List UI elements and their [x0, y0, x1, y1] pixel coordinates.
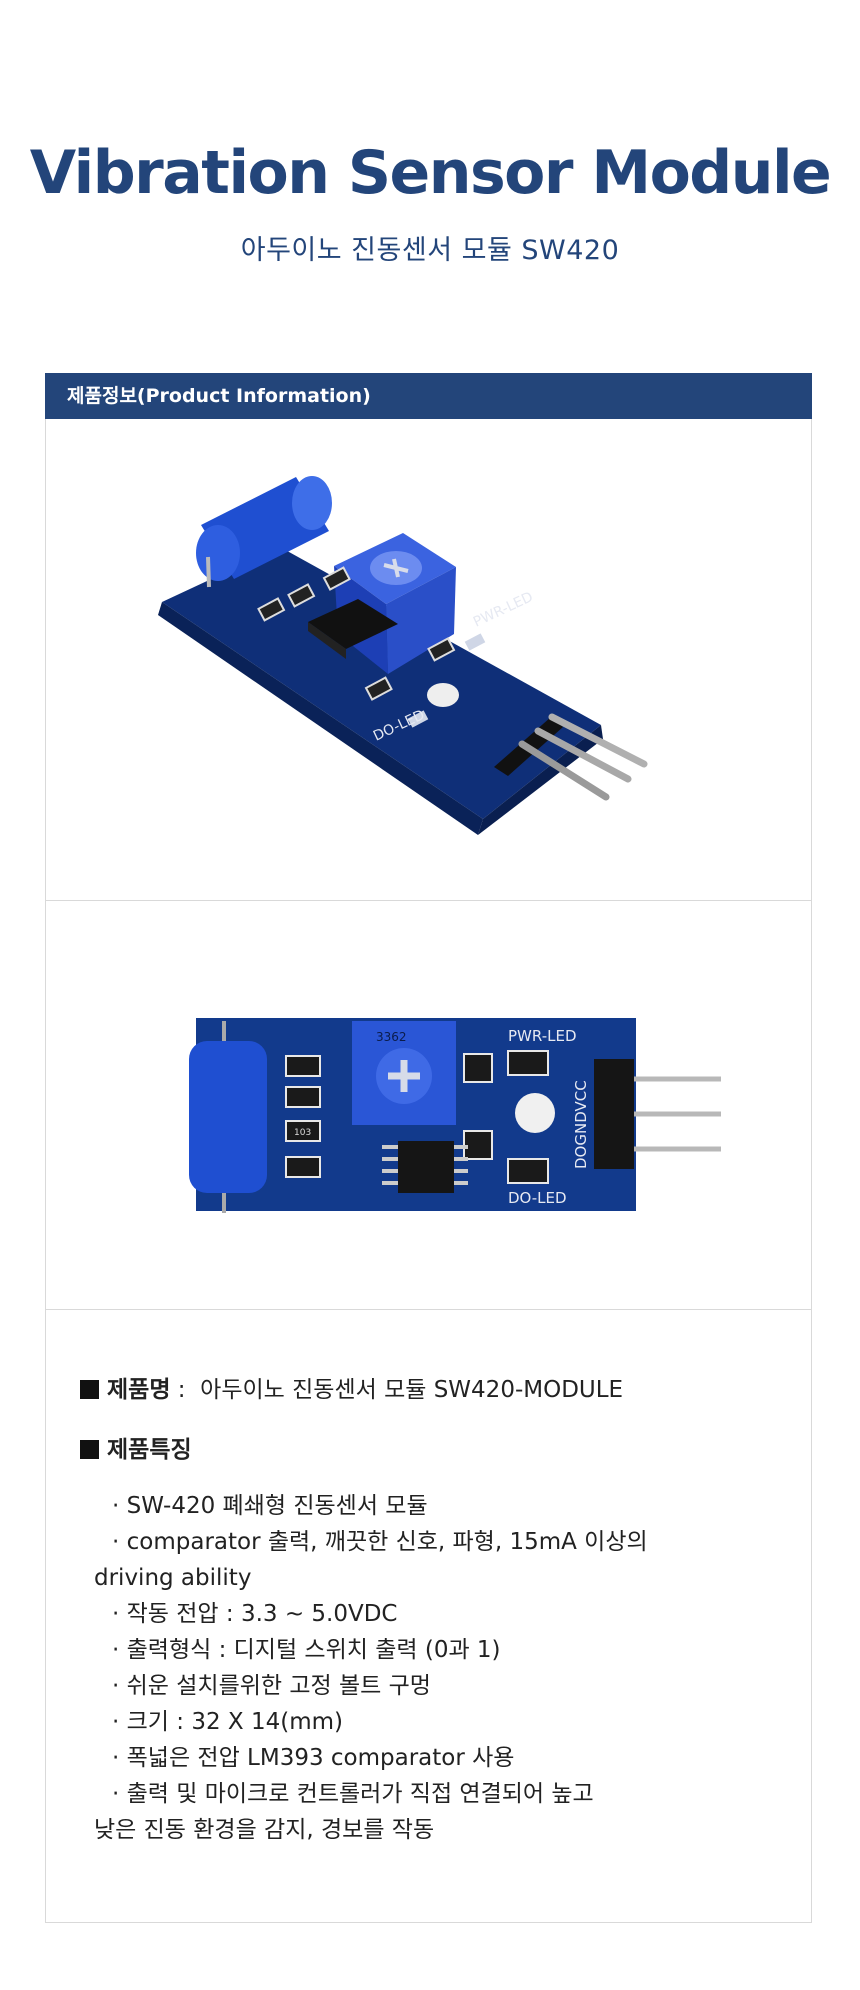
product-name-separator: : — [177, 1377, 186, 1403]
mounting-hole — [427, 683, 459, 707]
features-heading-line: 제품특징 — [80, 1432, 780, 1468]
product-info-section — [45, 373, 812, 1923]
mounting-hole — [515, 1093, 555, 1133]
pin-header — [594, 1059, 634, 1169]
square-bullet-icon — [80, 1440, 99, 1459]
product-photo-angled: PWR-LED DO-LED — [46, 419, 811, 901]
comparator-chip — [398, 1141, 454, 1193]
pot-code: 3362 — [376, 1030, 407, 1044]
smd-components — [257, 566, 456, 701]
section-heading: 제품정보(Product Information) — [45, 373, 812, 419]
do-led-label: DO-LED — [508, 1189, 567, 1207]
pwr-led-label: PWR-LED — [471, 589, 536, 631]
feature-list: · SW-420 폐쇄형 진동센서 모듈 · comparator 출력, 깨끗… — [80, 1488, 780, 1848]
do-led — [507, 1158, 549, 1184]
features-label: 제품특징 — [107, 1437, 192, 1463]
product-name-line: 제품명 : 아두이노 진동센서 모듈 SW420-MODULE — [80, 1372, 780, 1408]
product-name-label: 제품명 — [107, 1377, 171, 1403]
feature-item: · 폭넓은 전압 LM393 comparator 사용 — [112, 1745, 515, 1771]
product-photo-top: 103 3362 PWR-LED DO-LED DOGNDVCC — [46, 901, 811, 1310]
pin-labels: DOGNDVCC — [572, 1080, 590, 1169]
feature-item-continuation: driving ability — [94, 1565, 252, 1591]
chip-pins — [382, 1145, 468, 1185]
feature-item: · SW-420 폐쇄형 진동센서 모듈 — [112, 1493, 428, 1519]
feature-item: · 작동 전압 : 3.3 ~ 5.0VDC — [112, 1601, 398, 1627]
do-led — [407, 710, 429, 728]
resistor-code: 103 — [294, 1128, 311, 1138]
feature-item: · 쉬운 설치를위한 고정 볼트 구멍 — [112, 1673, 431, 1699]
sensor-module-top-illustration: 103 3362 PWR-LED DO-LED DOGNDVCC — [189, 1018, 721, 1213]
header-pins — [634, 1076, 721, 1152]
pcb-edge — [158, 602, 483, 835]
feature-item-continuation: 낮은 진동 환경을 감지, 경보를 작동 — [94, 1817, 435, 1843]
feature-item: · 출력 및 마이크로 컨트롤러가 직접 연결되어 높고 — [112, 1781, 594, 1807]
feature-item: · comparator 출력, 깨끗한 신호, 파형, 15mA 이상의 — [112, 1529, 648, 1555]
product-name-value: 아두이노 진동센서 모듈 SW420-MODULE — [200, 1377, 624, 1403]
feature-item: · 출력형식 : 디지털 스위치 출력 (0과 1) — [112, 1637, 501, 1663]
pwr-led — [464, 633, 486, 651]
square-bullet-icon — [80, 1380, 99, 1399]
page-subtitle: 아두이노 진동센서 모듈 SW420 — [240, 235, 620, 266]
feature-item: · 크기 : 32 X 14(mm) — [112, 1709, 343, 1735]
comparator-chip — [308, 599, 398, 659]
pin-header — [494, 713, 648, 801]
product-info-text: 제품명 : 아두이노 진동센서 모듈 SW420-MODULE 제품특징 · S… — [80, 1372, 780, 1848]
sensor-module-angled-illustration: PWR-LED DO-LED — [158, 476, 648, 835]
page-title: Vibration Sensor Module — [29, 138, 832, 208]
vibration-sensor-cylinder — [196, 476, 332, 588]
vibration-sensor-cylinder — [189, 1041, 267, 1193]
smd-resistors — [285, 1053, 493, 1178]
pwr-led-label: PWR-LED — [508, 1027, 577, 1045]
pwr-led — [507, 1050, 549, 1076]
